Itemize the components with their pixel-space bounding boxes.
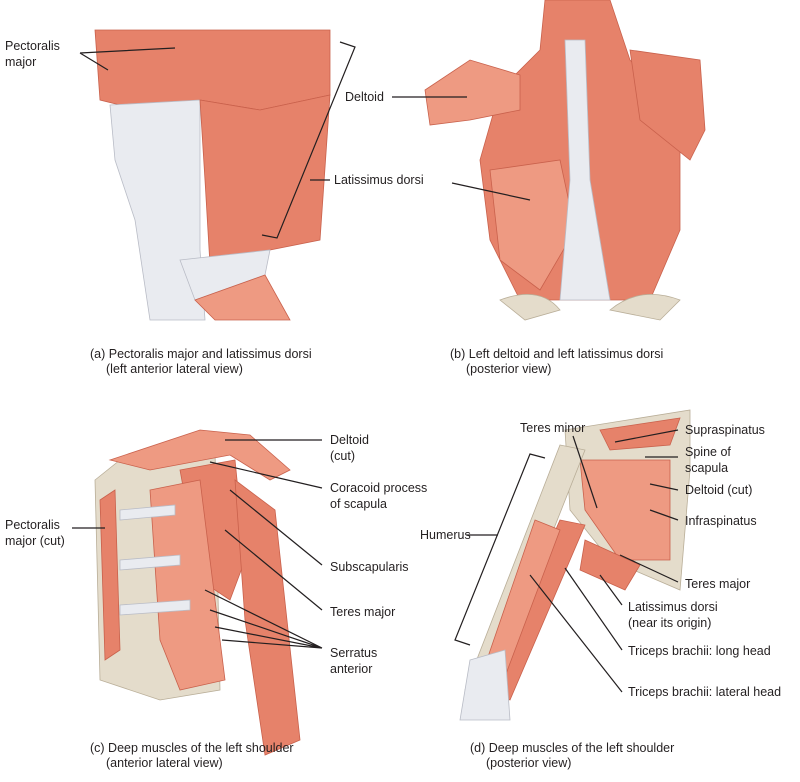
deltoid-cut-c xyxy=(108,429,291,481)
label-supraspinatus: Supraspinatus xyxy=(685,423,765,437)
label-deltoid-cut-d: Deltoid (cut) xyxy=(685,483,752,497)
caption-b-2: (posterior view) xyxy=(466,362,551,376)
label-pectoralis-cut-2: major (cut) xyxy=(5,534,65,548)
label-coracoid-1: Coracoid process xyxy=(330,481,427,495)
label-deltoid-cut-1: Deltoid xyxy=(330,433,369,447)
label-pectoralis-major-2: major xyxy=(5,55,36,69)
panel-c-illustration xyxy=(94,429,301,756)
panel-b-illustration xyxy=(424,0,706,321)
teres-major-d xyxy=(579,539,641,591)
label-latissimus-dorsi: Latissimus dorsi xyxy=(334,173,424,187)
supraspinatus-d xyxy=(599,417,681,451)
panel-a-illustration xyxy=(94,29,331,321)
label-deltoid-cut-2: (cut) xyxy=(330,449,355,463)
label-spine-1: Spine of xyxy=(685,445,731,459)
panel-d-illustration xyxy=(459,409,691,721)
pectoralis-cut-c xyxy=(99,489,121,661)
tendon-c xyxy=(119,504,191,616)
label-teres-major-c: Teres major xyxy=(330,605,395,619)
label-teres-major-d: Teres major xyxy=(685,577,750,591)
label-pectoralis-major-1: Pectoralis xyxy=(5,39,60,53)
deltoid-b xyxy=(424,59,521,126)
latissimus-dorsi-b xyxy=(489,159,576,291)
label-latissimus-d-1: Latissimus dorsi xyxy=(628,600,718,614)
abdominal-aponeurosis xyxy=(109,99,206,321)
label-latissimus-d-2: (near its origin) xyxy=(628,616,711,630)
caption-a-2: (left anterior lateral view) xyxy=(106,362,243,376)
caption-c-2: (anterior lateral view) xyxy=(106,756,223,770)
right-shoulder-b xyxy=(629,49,706,161)
infraspinatus-d xyxy=(579,459,671,561)
pelvis-b xyxy=(499,294,681,321)
label-humerus: Humerus xyxy=(420,528,471,542)
serratus-anterior-c xyxy=(149,479,226,691)
latissimus-dorsi-a xyxy=(199,94,331,266)
caption-d-1: (d) Deep muscles of the left shoulder xyxy=(470,741,674,755)
caption-c-1: (c) Deep muscles of the left shoulder xyxy=(90,741,294,755)
label-spine-2: scapula xyxy=(685,461,728,475)
label-triceps-long: Triceps brachii: long head xyxy=(628,644,771,658)
label-deltoid: Deltoid xyxy=(345,90,384,104)
label-infraspinatus: Infraspinatus xyxy=(685,514,757,528)
elbow-tendon-d xyxy=(459,649,511,721)
arm-c xyxy=(234,479,301,756)
caption-b-1: (b) Left deltoid and left latissimus dor… xyxy=(450,347,663,361)
label-teres-minor: Teres minor xyxy=(520,421,585,435)
label-subscapularis: Subscapularis xyxy=(330,560,409,574)
caption-d-2: (posterior view) xyxy=(486,756,571,770)
oblique-a xyxy=(194,274,291,321)
label-serratus-1: Serratus xyxy=(330,646,377,660)
labels: Pectoralis major Latissimus dorsi Deltoi… xyxy=(5,39,781,770)
label-coracoid-2: of scapula xyxy=(330,497,387,511)
spine-fascia-b xyxy=(559,39,611,301)
pectoralis-major-a xyxy=(94,29,331,111)
caption-a-1: (a) Pectoralis major and latissimus dors… xyxy=(90,347,312,361)
leader-lines xyxy=(72,41,679,693)
label-triceps-lateral: Triceps brachii: lateral head xyxy=(628,685,781,699)
label-pectoralis-cut-1: Pectoralis xyxy=(5,518,60,532)
label-serratus-2: anterior xyxy=(330,662,372,676)
